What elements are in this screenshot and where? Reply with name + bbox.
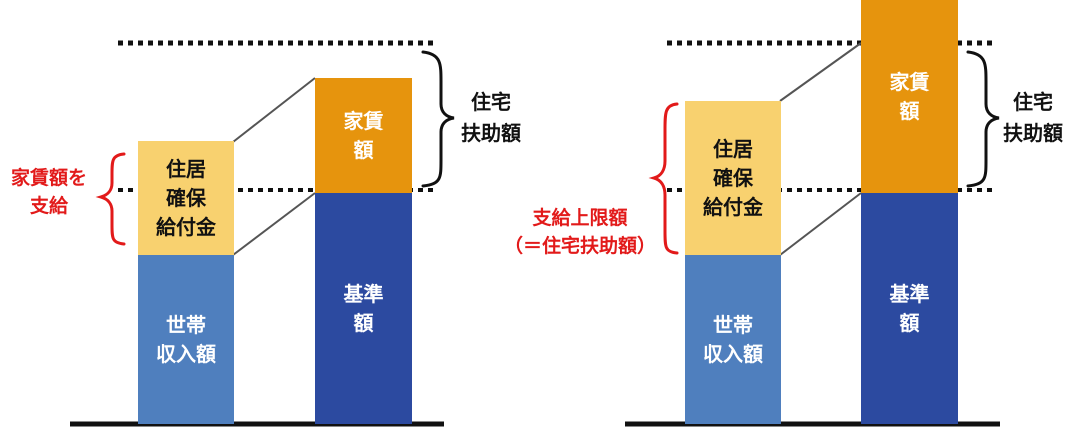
left-payment-note: 家賃額を 支給 (10, 167, 87, 217)
left-base-amount-block: 基準 額 (315, 193, 412, 424)
left-household-income-block: 世帯 収入額 (138, 255, 234, 424)
right-lower-connector (779, 192, 862, 256)
right-base-amount-block: 基準 額 (861, 193, 958, 424)
left-lower-connector (232, 192, 316, 256)
right-housing-aid-brace (966, 50, 1000, 188)
right-household-income-block: 世帯 収入額 (685, 255, 781, 424)
left-housing-aid-label: 住宅 扶助額 (461, 90, 521, 145)
left-rent-block: 家賃 額 (315, 78, 412, 193)
left-housing-allowance-block: 住居 確保 給付金 (138, 141, 234, 255)
right-housing-aid-label: 住宅 扶助額 (1003, 90, 1063, 145)
left-upper-connector (232, 77, 316, 143)
right-housing-allowance-block: 住居 確保 給付金 (685, 101, 781, 255)
right-payment-note: 支給上限額 （＝住宅扶助額） (503, 207, 656, 257)
left-housing-aid-brace (421, 50, 455, 188)
right-upper-connector (779, 42, 862, 102)
left-payment-brace (95, 152, 126, 246)
right-rent-block: 家賃 額 (861, 0, 958, 193)
right-payment-brace (648, 102, 679, 255)
